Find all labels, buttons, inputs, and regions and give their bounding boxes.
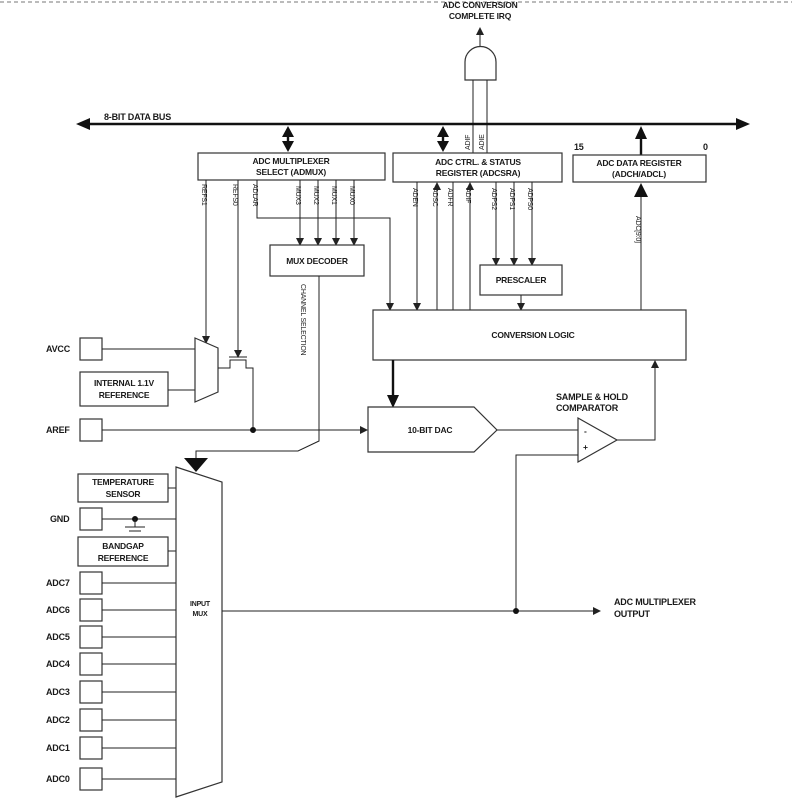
adsc-label: ADSC <box>431 188 438 207</box>
adc-pin-label: ADC2 <box>46 715 70 725</box>
irq-output: ADC CONVERSION COMPLETE IRQ ADIF ADIE <box>442 0 518 153</box>
internal-ref-label-2: REFERENCE <box>99 390 150 400</box>
mux-output-label-1: ADC MULTIPLEXER <box>614 597 697 607</box>
adc-pin-box <box>79 571 103 595</box>
mux1-label: MUX1 <box>330 186 337 205</box>
adc-pin-label: ADC5 <box>46 632 70 642</box>
mux2-label: MUX2 <box>312 186 319 205</box>
adc-pin-label: ADC0 <box>46 774 70 784</box>
adcsra-register: ADC CTRL. & STATUS REGISTER (ADCSRA) ADE… <box>392 152 563 311</box>
adie-label: ADIE <box>479 134 486 150</box>
adc-pin-box <box>79 598 103 622</box>
input-section: TEMPERATURE SENSOR GND BANDGAP REFERENCE… <box>46 473 176 791</box>
prescaler: PRESCALER <box>479 264 563 311</box>
input-mux-label-2: MUX <box>193 611 208 618</box>
input-mux: INPUT MUX ADC MULTIPLEXER OUTPUT <box>175 466 697 798</box>
dac-label: 10-BIT DAC <box>408 425 453 435</box>
adc-pin-label: ADC4 <box>46 659 70 669</box>
adc-pin-box <box>79 736 103 760</box>
dac: 10-BIT DAC <box>367 406 578 453</box>
comparator-plus: + <box>583 442 588 452</box>
prescaler-label: PRESCALER <box>496 275 547 285</box>
internal-ref-label-1: INTERNAL 1.1V <box>94 378 155 388</box>
adc-pin-label: ADC3 <box>46 687 70 697</box>
adlar-label: ADLAR <box>251 184 258 206</box>
adif-label: ADIF <box>464 188 471 203</box>
mux3-label: MUX3 <box>294 186 301 205</box>
aref-pin <box>79 418 103 442</box>
adc-pin-label: ADC6 <box>46 605 70 615</box>
adc-pin-box <box>79 708 103 732</box>
adfr-label: ADFR <box>446 188 453 206</box>
gnd-label: GND <box>50 514 70 524</box>
data-register-label-1: ADC DATA REGISTER <box>596 158 681 168</box>
adif-irq-label: ADIF <box>465 135 472 150</box>
comparator-label-2: COMPARATOR <box>556 403 619 413</box>
irq-label-2: COMPLETE IRQ <box>449 11 512 21</box>
adc-pin-box <box>79 767 103 791</box>
data-bus-label: 8-BIT DATA BUS <box>104 112 171 122</box>
aref-label: AREF <box>46 425 70 435</box>
adc-pin-box <box>79 652 103 676</box>
temp-sensor-label-2: SENSOR <box>106 489 141 499</box>
channel-selection-label: CHANNEL SELECTION <box>299 284 306 356</box>
mux-decoder-label: MUX DECODER <box>286 256 348 266</box>
temp-sensor-label-1: TEMPERATURE <box>92 477 154 487</box>
adc-data-bits-label: ADC[9:0] <box>634 216 641 243</box>
aden-label: ADEN <box>411 188 418 207</box>
and-gate <box>464 45 497 81</box>
adc-pin-box <box>79 625 103 649</box>
lsb-label: 0 <box>703 142 708 152</box>
comparator-minus: - <box>584 426 587 436</box>
data-bus: 8-BIT DATA BUS <box>76 112 750 155</box>
adc-pin-label: ADC1 <box>46 743 70 753</box>
mux-decoder: MUX DECODER CHANNEL SELECTION <box>184 244 365 472</box>
mux-output-label-2: OUTPUT <box>614 609 651 619</box>
irq-label-1: ADC CONVERSION <box>442 0 517 10</box>
adc-data-register: ADC DATA REGISTER (ADCH/ADCL) 15 0 ADC[9… <box>572 142 708 310</box>
adcsra-label-2: REGISTER (ADCSRA) <box>436 168 521 178</box>
input-mux-label-1: INPUT <box>190 601 211 608</box>
conversion-logic-label: CONVERSION LOGIC <box>491 330 574 340</box>
admux-label-2: SELECT (ADMUX) <box>256 167 326 177</box>
adcsra-label-1: ADC CTRL. & STATUS <box>435 157 521 167</box>
refs0-label: REFS0 <box>231 184 238 206</box>
adc-pin-label: ADC7 <box>46 578 70 588</box>
data-register-label-2: (ADCH/ADCL) <box>612 169 666 179</box>
msb-label: 15 <box>574 142 584 152</box>
junction-node <box>250 427 256 433</box>
avcc-label: AVCC <box>46 344 71 354</box>
admux-register: ADC MULTIPLEXER SELECT (ADMUX) REFS1 REF… <box>197 152 394 358</box>
refs1-label: REFS1 <box>200 184 207 206</box>
admux-label-1: ADC MULTIPLEXER <box>252 156 329 166</box>
conversion-logic: CONVERSION LOGIC <box>372 309 687 408</box>
bandgap-label-2: REFERENCE <box>98 553 149 563</box>
comparator: SAMPLE & HOLD COMPARATOR - + <box>515 360 659 611</box>
mux0-label: MUX0 <box>348 186 355 205</box>
internal-reference-box <box>79 371 169 407</box>
adps0-label: ADPS0 <box>526 188 533 210</box>
reference-section: AVCC INTERNAL 1.1V REFERENCE AREF <box>46 337 368 442</box>
bandgap-label-1: BANDGAP <box>102 541 144 551</box>
adps1-label: ADPS1 <box>508 188 515 210</box>
adps2-label: ADPS2 <box>490 188 497 210</box>
avcc-pin <box>79 337 103 361</box>
adc-pin-box <box>79 680 103 704</box>
reference-mux <box>194 337 219 403</box>
comparator-label-1: SAMPLE & HOLD <box>556 392 629 402</box>
